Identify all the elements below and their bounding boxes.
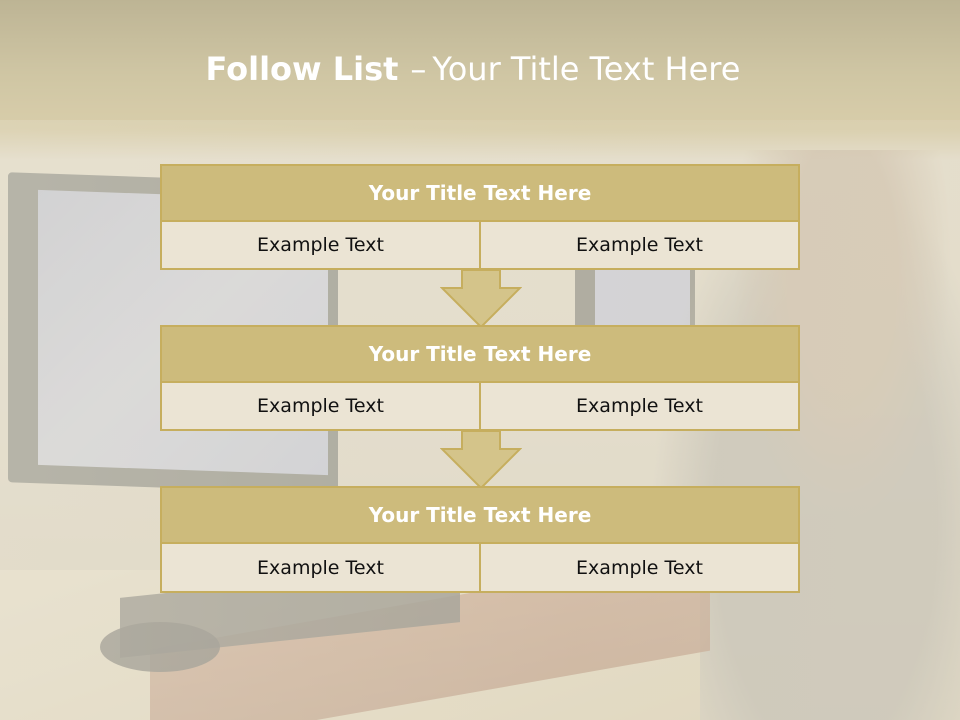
- block-cell-right: Example Text: [479, 544, 798, 591]
- block-heading: Your Title Text Here: [162, 166, 798, 222]
- list-block-1: Your Title Text Here Example Text Exampl…: [160, 164, 800, 270]
- block-cell-left: Example Text: [257, 395, 384, 417]
- down-arrow-icon: [440, 431, 522, 489]
- block-cell-right: Example Text: [479, 383, 798, 429]
- block-row: Example Text Example Text: [162, 544, 798, 591]
- block-heading: Your Title Text Here: [162, 488, 798, 544]
- slide-title-separator: –: [410, 50, 427, 88]
- block-row: Example Text Example Text: [162, 222, 798, 268]
- slide-title-rest: Your Title Text Here: [432, 50, 741, 88]
- block-cell-left: Example Text: [257, 234, 384, 256]
- slide-title-bold: Follow List: [205, 50, 399, 88]
- list-block-3: Your Title Text Here Example Text Exampl…: [160, 486, 800, 593]
- down-arrow-icon: [440, 270, 522, 328]
- block-cell-right: Example Text: [479, 222, 798, 268]
- block-cell-left: Example Text: [257, 556, 384, 579]
- list-block-2: Your Title Text Here Example Text Exampl…: [160, 325, 800, 431]
- block-heading: Your Title Text Here: [162, 327, 798, 383]
- slide-title: Follow List–Your Title Text Here: [0, 50, 946, 88]
- block-row: Example Text Example Text: [162, 383, 798, 429]
